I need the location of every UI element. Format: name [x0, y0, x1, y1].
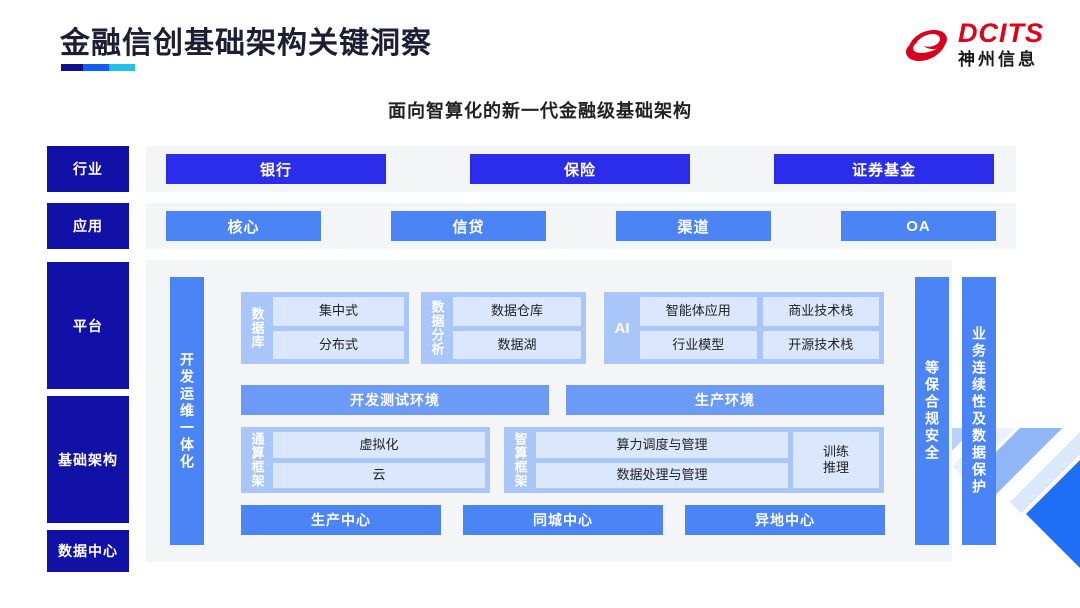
sidebar-compliance-security: 等保合规安全: [915, 277, 949, 545]
application-panel: 核心 信贷 渠道 OA: [146, 203, 1016, 249]
cell-data-lake[interactable]: 数据湖: [453, 330, 581, 359]
cell-data-warehouse[interactable]: 数据仓库: [453, 297, 581, 326]
platform-group-database: 数据库 集中式 分布式: [241, 292, 409, 364]
page-subtitle: 面向智算化的新一代金融级基础架构: [388, 101, 692, 121]
environment-button-production[interactable]: 生产环境: [566, 385, 884, 415]
group-label-intelligent-compute: 智算框架: [512, 432, 528, 488]
industry-button-insurance[interactable]: 保险: [470, 154, 690, 184]
cell-agent-application[interactable]: 智能体应用: [640, 297, 757, 326]
group-label-data-analytics: 数据分析: [429, 300, 445, 356]
cell-virtualization[interactable]: 虚拟化: [273, 432, 485, 458]
sidebar-devops-integration: 开发运维一体化: [170, 277, 204, 545]
application-button-oa[interactable]: OA: [841, 211, 996, 241]
layer-label-datacenter: 数据中心: [47, 530, 129, 572]
page-title: 金融信创基础架构关键洞察: [60, 27, 432, 60]
industry-button-securities-fund[interactable]: 证券基金: [774, 154, 994, 184]
datacenter-button-metro[interactable]: 同城中心: [463, 505, 663, 535]
brand-logo: DCITS 神州信息: [902, 20, 1044, 68]
industry-button-bank[interactable]: 银行: [166, 154, 386, 184]
datacenter-button-remote[interactable]: 异地中心: [685, 505, 885, 535]
logo-text-en: DCITS: [958, 18, 1044, 48]
layer-label-industry: 行业: [47, 146, 129, 192]
sidebar-business-continuity: 业务连续性及数据保护: [962, 277, 996, 545]
infra-group-intelligent-compute: 智算框架 算力调度与管理 数据处理与管理 训练 推理: [504, 427, 884, 493]
group-label-database: 数据库: [249, 307, 265, 349]
environment-button-dev-test[interactable]: 开发测试环境: [241, 385, 549, 415]
industry-panel: 银行 保险 证券基金: [146, 146, 1016, 192]
group-label-general-compute: 通算框架: [249, 432, 265, 488]
platform-group-ai: AI 智能体应用 行业模型 商业技术栈 开源技术栈: [604, 292, 884, 364]
layer-label-platform: 平台: [47, 262, 129, 389]
layer-label-infrastructure: 基础架构: [47, 396, 129, 523]
cell-cloud[interactable]: 云: [273, 462, 485, 488]
infra-group-general-compute: 通算框架 虚拟化 云: [241, 427, 490, 493]
title-accent-bar: [61, 64, 135, 71]
layer-label-application: 应用: [47, 203, 129, 249]
application-button-core[interactable]: 核心: [166, 211, 321, 241]
group-label-ai: AI: [614, 319, 630, 337]
cell-compute-scheduling[interactable]: 算力调度与管理: [536, 432, 788, 458]
cell-centralized[interactable]: 集中式: [273, 297, 404, 326]
dcits-swirl-icon: [902, 20, 950, 68]
application-button-channel[interactable]: 渠道: [616, 211, 771, 241]
cell-data-processing[interactable]: 数据处理与管理: [536, 462, 788, 488]
application-button-credit[interactable]: 信贷: [391, 211, 546, 241]
cell-opensource-stack[interactable]: 开源技术栈: [762, 330, 879, 359]
cell-training-inference[interactable]: 训练 推理: [793, 432, 879, 488]
platform-group-data-analytics: 数据分析 数据仓库 数据湖: [421, 292, 586, 364]
cell-industry-model[interactable]: 行业模型: [640, 330, 757, 359]
logo-text-cn: 神州信息: [958, 50, 1038, 69]
cell-commercial-stack[interactable]: 商业技术栈: [762, 297, 879, 326]
cell-distributed[interactable]: 分布式: [273, 330, 404, 359]
datacenter-button-production[interactable]: 生产中心: [241, 505, 441, 535]
